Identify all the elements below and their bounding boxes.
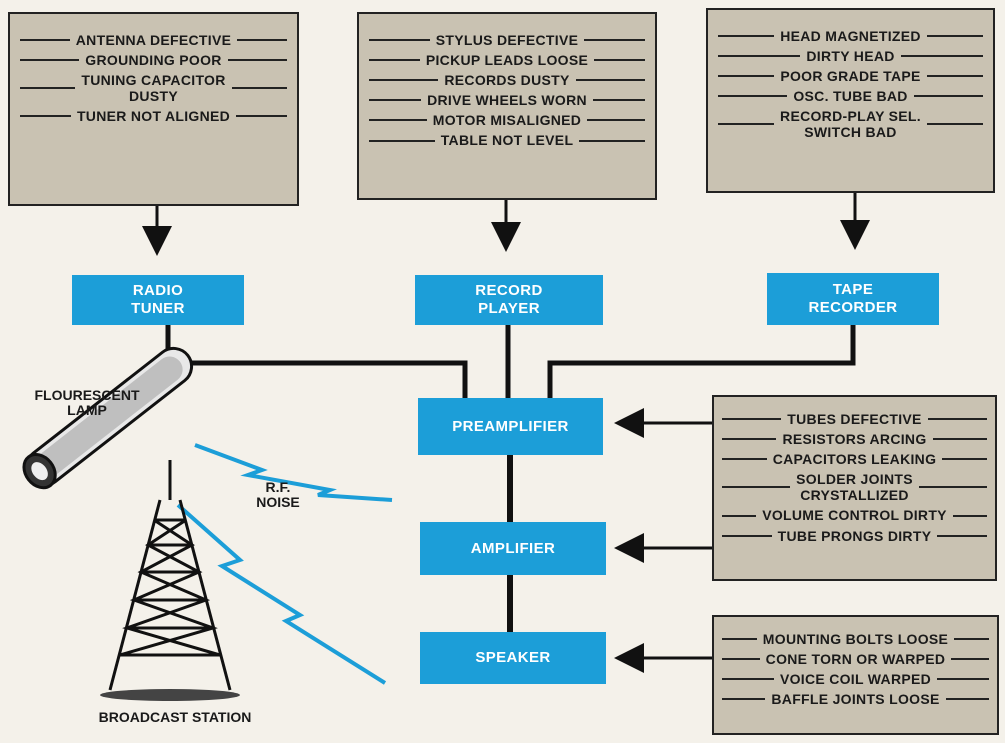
fault-item-text: RECORDS DUSTY (444, 72, 570, 89)
fault-item: TUNER NOT ALIGNED (20, 108, 287, 124)
lamp-label: FLOURESCENT LAMP (34, 387, 140, 419)
fault-item: ANTENNA DEFECTIVE (20, 32, 287, 48)
fault-item-text: GROUNDING POOR (85, 52, 222, 69)
tape-fault-note: HEAD MAGNETIZED DIRTY HEAD POOR GRADE TAPE… (706, 8, 995, 193)
radio-fault-note: ANTENNA DEFECTIVE GROUNDING POOR TUNING CA… (8, 12, 299, 206)
fault-item: TUBE PRONGS DIRTY (722, 528, 987, 544)
wire-radio-preamp (165, 325, 468, 398)
fault-item-text: DRIVE WHEELS WORN (427, 92, 587, 109)
fault-item: TUNING CAPACITOR DUSTY (20, 72, 287, 104)
fault-item-text: MOUNTING BOLTS LOOSE (762, 631, 949, 647)
fault-item: VOLUME CONTROL DIRTY (722, 507, 987, 523)
amplifier-fault-note: TUBES DEFECTIVE RESISTORS ARCING CAPACITOR… (712, 395, 997, 581)
fault-item-text: SOLDER JOINTS CRYSTALLIZED (796, 471, 913, 504)
broadcast-station-label: BROADCAST STATION (98, 709, 252, 725)
fault-item: DRIVE WHEELS WORN (369, 92, 645, 108)
fluorescent-lamp-icon (22, 346, 194, 490)
fault-item-text: CONE TORN OR WARPED (765, 651, 946, 668)
fault-item-text: POOR GRADE TAPE (780, 68, 921, 85)
fault-item: RECORDS DUSTY (369, 72, 645, 88)
amplifier-block: AMPLIFIER (420, 522, 606, 575)
fault-item-text: OSC. TUBE BAD (793, 88, 908, 105)
preamplifier-block: PREAMPLIFIER (418, 398, 603, 455)
rf-noise-line-tower (176, 503, 387, 685)
broadcast-tower-icon (100, 460, 240, 701)
fault-item: MOUNTING BOLTS LOOSE (722, 631, 989, 647)
fault-item-text: DIRTY HEAD (806, 48, 895, 65)
fault-item: STYLUS DEFECTIVE (369, 32, 645, 48)
fault-item-text: TUNER NOT ALIGNED (76, 108, 231, 125)
fault-item-text: STYLUS DEFECTIVE (435, 32, 579, 48)
fault-item: RECORD-PLAY SEL. SWITCH BAD (718, 108, 983, 140)
fault-item-text: HEAD MAGNETIZED (780, 28, 921, 44)
fault-item-text: RECORD-PLAY SEL. SWITCH BAD (780, 108, 921, 141)
fault-item: VOICE COIL WARPED (722, 671, 989, 687)
fault-item: TUBES DEFECTIVE (722, 411, 987, 427)
radio-tuner-block: RADIO TUNER (72, 275, 244, 325)
speaker-fault-note: MOUNTING BOLTS LOOSE CONE TORN OR WARPED V… (712, 615, 999, 735)
fault-item-text: TABLE NOT LEVEL (440, 132, 574, 149)
record-player-block: RECORD PLAYER (415, 275, 603, 325)
fault-item: SOLDER JOINTS CRYSTALLIZED (722, 471, 987, 503)
fault-item: RESISTORS ARCING (722, 431, 987, 447)
fault-item-text: BAFFLE JOINTS LOOSE (771, 691, 940, 708)
fault-item-text: PICKUP LEADS LOOSE (425, 52, 589, 69)
fault-item: GROUNDING POOR (20, 52, 287, 68)
fault-item-text: TUBE PRONGS DIRTY (777, 527, 932, 544)
fault-item-text: RESISTORS ARCING (782, 431, 927, 448)
fault-item-text: CAPACITORS LEAKING (772, 451, 937, 468)
speaker-block: SPEAKER (420, 632, 606, 684)
tape-recorder-block: TAPE RECORDER (767, 273, 939, 325)
fault-item-text: TUNING CAPACITOR DUSTY (81, 72, 226, 105)
fault-item: OSC. TUBE BAD (718, 88, 983, 104)
fault-item: CONE TORN OR WARPED (722, 651, 989, 667)
rf-noise-line-lamp (194, 443, 393, 502)
fault-item: POOR GRADE TAPE (718, 68, 983, 84)
wire-tape-preamp (547, 325, 856, 398)
fault-item: MOTOR MISALIGNED (369, 112, 645, 128)
fault-item: CAPACITORS LEAKING (722, 451, 987, 467)
fault-item: DIRTY HEAD (718, 48, 983, 64)
fault-item: TABLE NOT LEVEL (369, 132, 645, 148)
fault-item-text: MOTOR MISALIGNED (432, 112, 582, 129)
fault-item: HEAD MAGNETIZED (718, 28, 983, 44)
record-fault-note: STYLUS DEFECTIVE PICKUP LEADS LOOSE RECORD… (357, 12, 657, 200)
fault-item: BAFFLE JOINTS LOOSE (722, 691, 989, 707)
fault-item-text: TUBES DEFECTIVE (787, 411, 922, 427)
fault-item-text: VOICE COIL WARPED (779, 671, 932, 688)
fault-item: PICKUP LEADS LOOSE (369, 52, 645, 68)
fault-item-text: VOLUME CONTROL DIRTY (762, 507, 947, 524)
fault-item-text: ANTENNA DEFECTIVE (75, 32, 232, 48)
rf-noise-label: R.F. NOISE (256, 479, 300, 511)
